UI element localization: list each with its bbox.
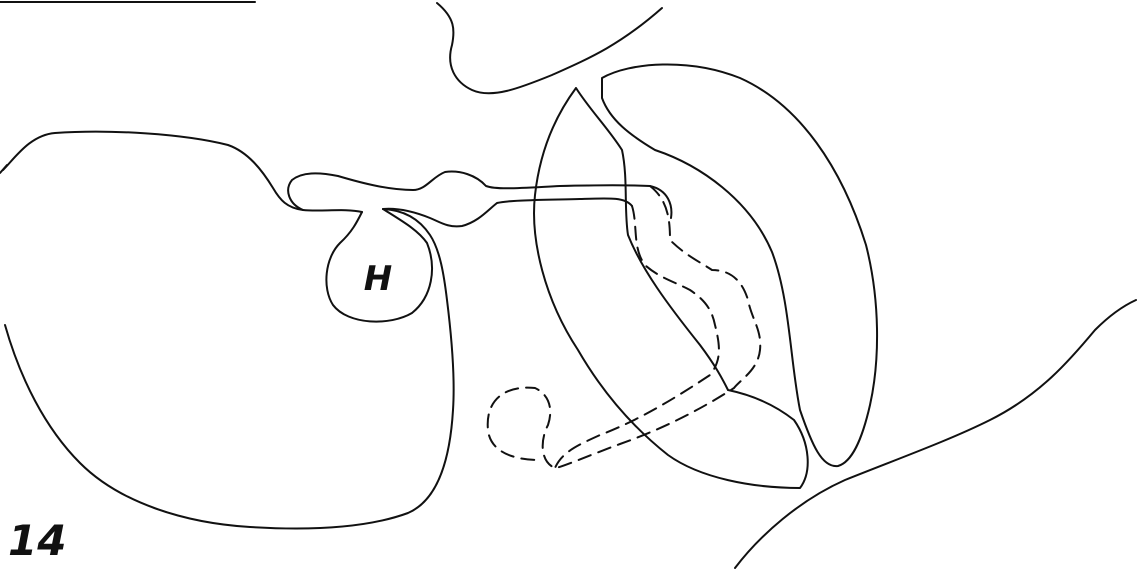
- top-lobe-outline: [437, 3, 662, 93]
- figure-number: 14: [8, 520, 66, 562]
- bottom-right-lobe-outline: [735, 300, 1136, 568]
- h-label: H: [364, 259, 392, 299]
- stem-outline: [288, 172, 671, 227]
- inner-crescent-outline: [534, 88, 808, 488]
- left-mass-outline: [3, 132, 454, 529]
- left-edge-tick: [0, 165, 7, 173]
- dashed-pathway: [488, 186, 761, 468]
